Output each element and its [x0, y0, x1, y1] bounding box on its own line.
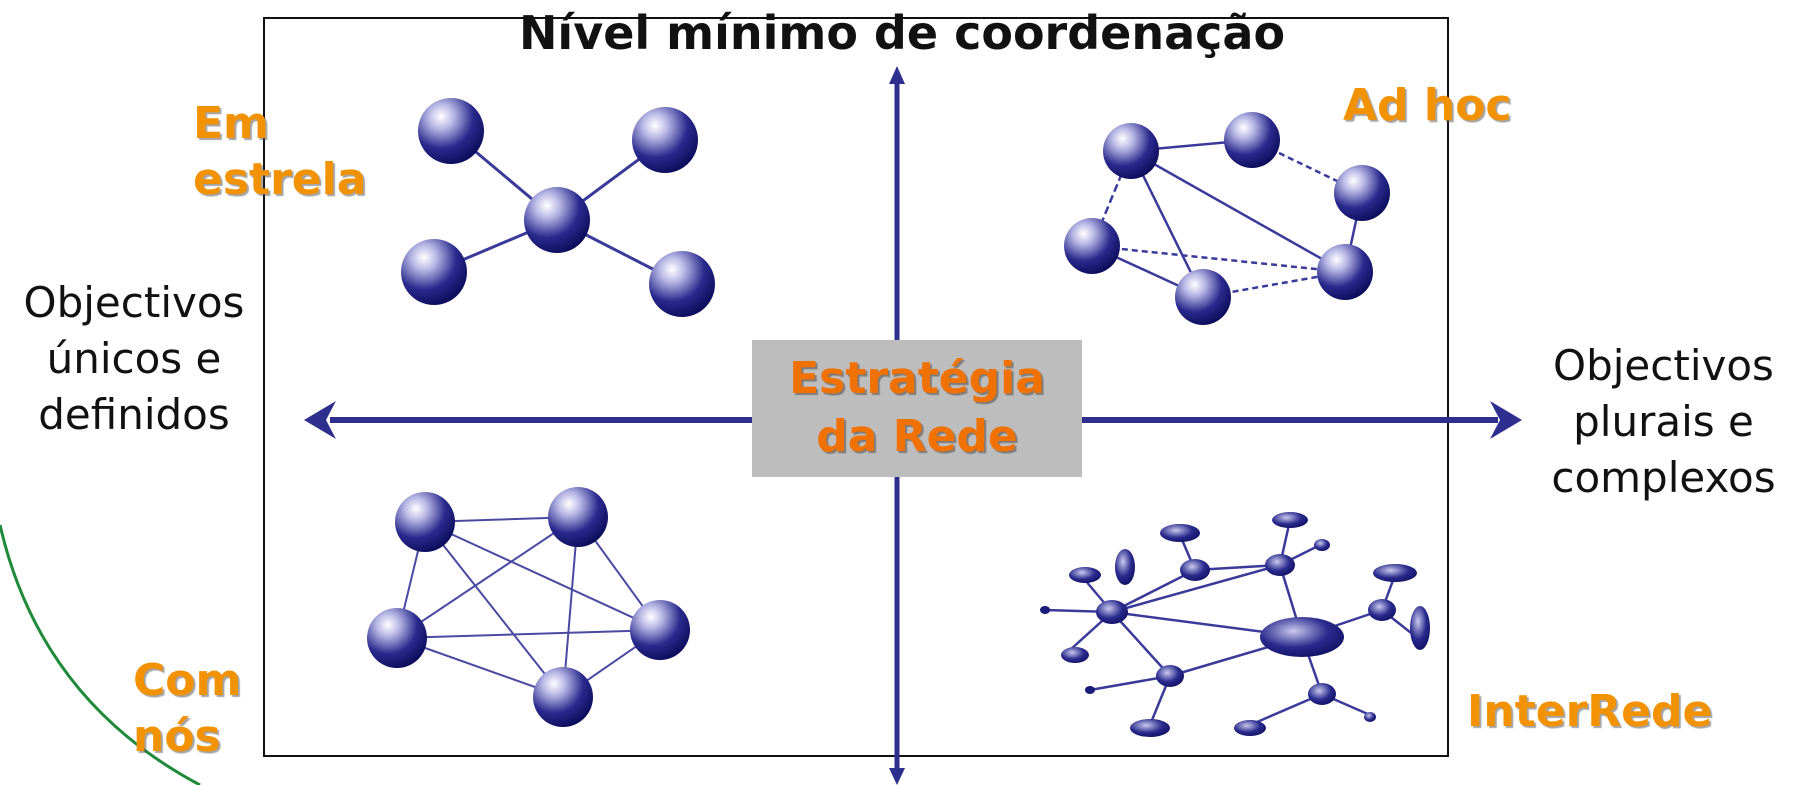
label-bottom-left-line1: Com [133, 655, 242, 706]
horizontal-axis [304, 401, 1522, 439]
label-bottom-left: Com nós [133, 653, 241, 765]
label-top-left-line2: estrela [193, 154, 367, 205]
vertical-axis [889, 66, 905, 785]
axis-left-line2: únicos e [46, 334, 222, 383]
axis-left-line1: Objectivos [23, 278, 245, 327]
label-top-left: Em estrela [193, 96, 366, 208]
axis-left-label: Objectivos únicos e definidos [0, 275, 268, 443]
diagram-title: Nível mínimo de coordenação [518, 6, 1286, 60]
axis-right-line3: complexos [1551, 453, 1776, 502]
all-channel-network-diagram [367, 487, 690, 727]
center-label-line2: da Rede [816, 411, 1018, 462]
axis-right-line1: Objectivos [1553, 341, 1774, 390]
label-bottom-right: InterRede [1467, 684, 1712, 740]
diagram-frame [263, 17, 1449, 757]
center-label-box [752, 340, 1082, 477]
label-bottom-right-line1: InterRede [1467, 686, 1713, 737]
center-label-line1: Estratégia [789, 353, 1045, 404]
label-top-right: Ad hoc [1343, 78, 1512, 134]
axis-right-label: Objectivos plurais e complexos [1528, 338, 1799, 506]
internetwork-diagram [1040, 512, 1430, 737]
center-label: Estratégia da Rede [752, 350, 1082, 466]
star-network-diagram [401, 98, 715, 317]
label-top-right-line1: Ad hoc [1343, 80, 1512, 131]
axis-right-line2: plurais e [1573, 397, 1754, 446]
label-top-left-line1: Em [193, 98, 269, 149]
label-bottom-left-line2: nós [133, 711, 221, 762]
axis-left-line3: definidos [38, 390, 230, 439]
decorative-arc [0, 524, 201, 785]
adhoc-network-diagram [1064, 112, 1390, 325]
